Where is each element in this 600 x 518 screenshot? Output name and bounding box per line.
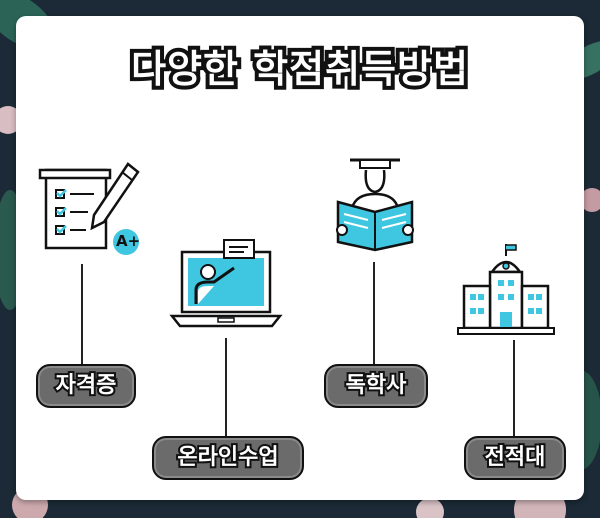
grade-badge: A+ (116, 232, 141, 250)
method-label-previous-college: 전적대 (464, 436, 566, 480)
content-card (16, 16, 584, 500)
connector-line (513, 340, 515, 436)
graduate-reading-icon (336, 158, 414, 252)
connector-line (225, 338, 227, 438)
method-label-self-study-degree: 독학사 (324, 364, 428, 408)
checklist-pencil-icon (38, 162, 140, 255)
page-title: 다양한 학점취득방법 (127, 43, 472, 95)
connector-line (373, 262, 375, 366)
method-label-online-class: 온라인수업 (152, 436, 304, 480)
connector-line (81, 264, 83, 364)
laptop-teacher-icon (169, 239, 283, 328)
university-building-icon (457, 244, 555, 335)
method-label-certificate: 자격증 (36, 364, 136, 408)
